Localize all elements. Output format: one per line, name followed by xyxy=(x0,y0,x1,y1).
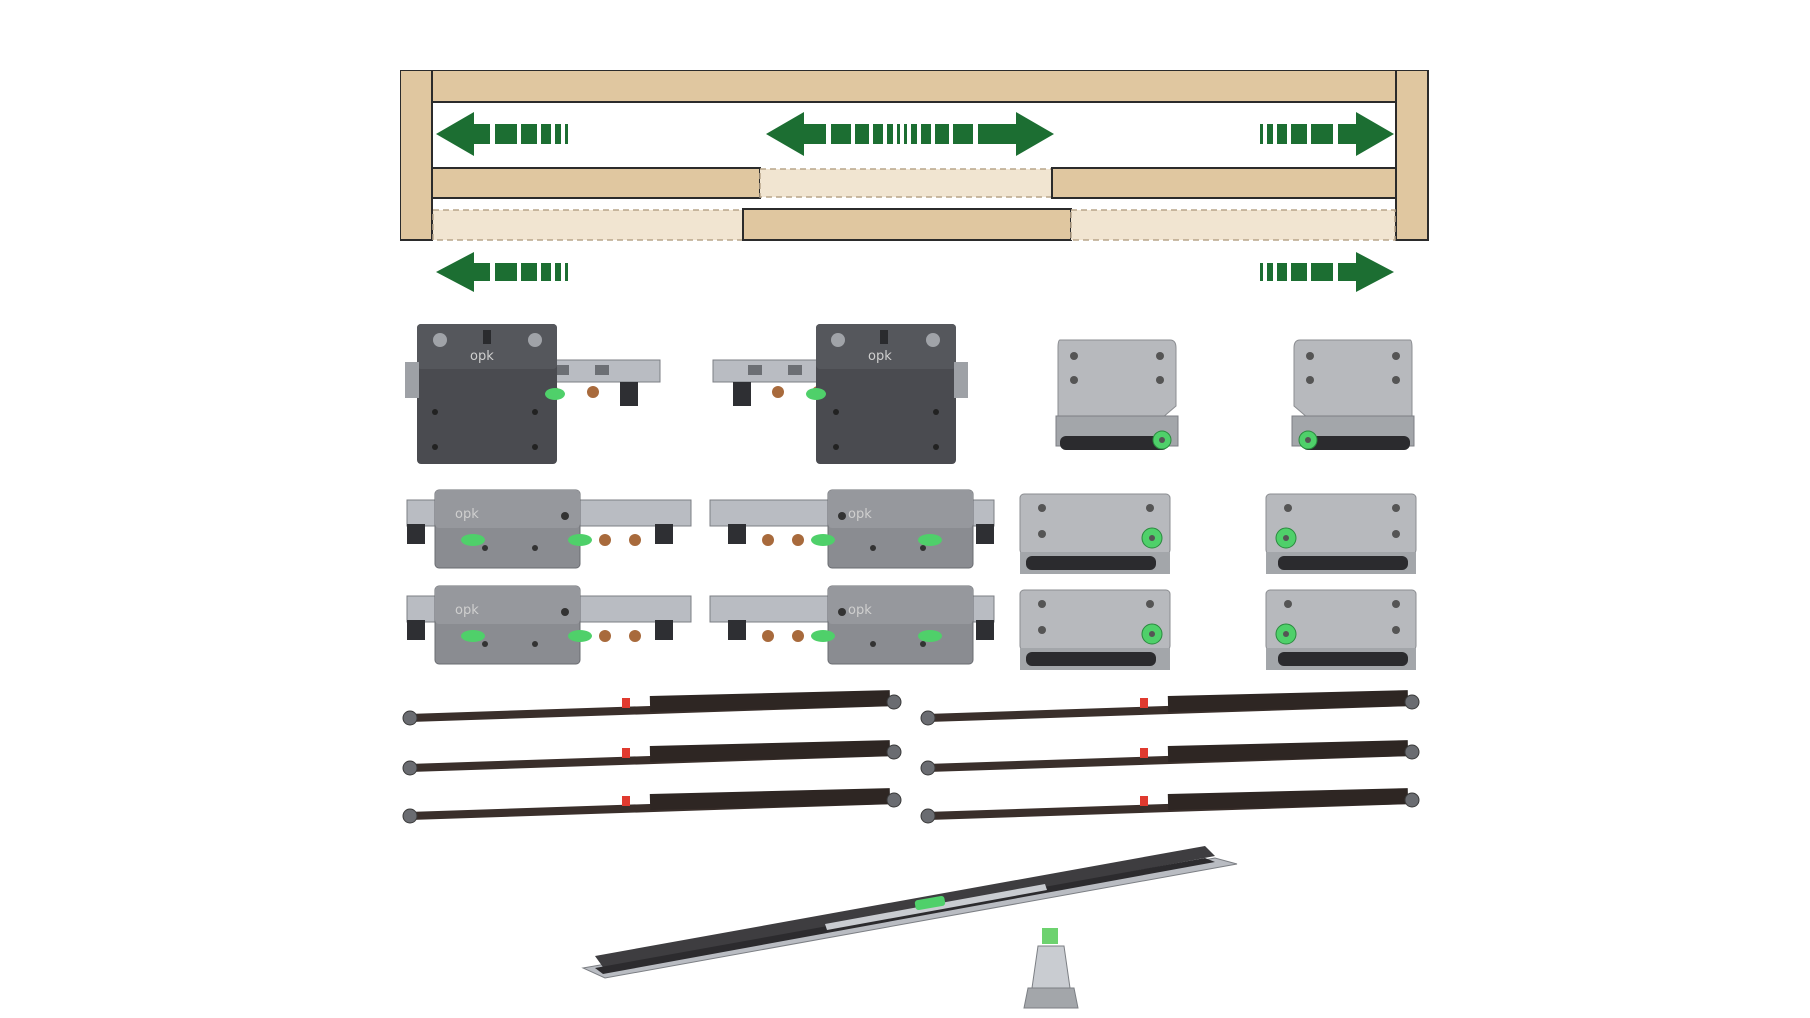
frame-right-post xyxy=(1395,70,1429,241)
door-carrier-left: opk xyxy=(406,585,692,665)
soft-close-damper xyxy=(920,740,1420,776)
track-bracket xyxy=(1019,493,1171,574)
right-arrow-icon xyxy=(1260,252,1394,292)
soft-close-damper xyxy=(402,740,902,776)
svg-text:opk: opk xyxy=(470,349,494,364)
door-panel-lower-ghost-right xyxy=(1070,209,1396,241)
sliding-door-diagram xyxy=(400,70,1429,292)
door-panel-lower-ghost-left xyxy=(432,209,744,241)
soft-close-damper xyxy=(402,788,902,824)
door-panel-upper-right xyxy=(1051,167,1397,199)
left-arrow-icon xyxy=(436,112,568,156)
left-arrow-icon xyxy=(436,252,568,292)
soft-close-damper xyxy=(920,690,1420,726)
door-carrier-right: opk xyxy=(709,585,995,665)
door-panel-lower-center xyxy=(742,208,1072,241)
track-bracket xyxy=(1265,589,1417,670)
soft-close-carrier-left: opk xyxy=(405,324,661,464)
svg-text:opk: opk xyxy=(455,507,479,522)
svg-text:opk: opk xyxy=(848,603,872,618)
track-bracket xyxy=(1265,493,1417,574)
soft-close-damper xyxy=(402,690,902,726)
top-track-rail xyxy=(581,846,1238,979)
frame-left-post xyxy=(400,70,433,241)
door-carrier-right: opk xyxy=(709,489,995,569)
door-panel-upper-left xyxy=(431,167,761,199)
bidirectional-arrow-icon xyxy=(766,112,1054,156)
soft-close-damper xyxy=(920,788,1420,824)
soft-close-carrier-right: opk xyxy=(712,324,968,464)
svg-text:opk: opk xyxy=(868,349,892,364)
svg-text:opk: opk xyxy=(848,507,872,522)
track-bracket xyxy=(1291,339,1415,450)
right-arrow-icon xyxy=(1260,112,1394,156)
mounting-clip xyxy=(1023,928,1079,1009)
svg-text:opk: opk xyxy=(455,603,479,618)
track-bracket xyxy=(1055,339,1179,450)
door-panel-upper-ghost xyxy=(759,168,1053,198)
track-bracket xyxy=(1019,589,1171,670)
frame-top-beam xyxy=(431,70,1397,103)
door-carrier-left: opk xyxy=(406,489,692,569)
